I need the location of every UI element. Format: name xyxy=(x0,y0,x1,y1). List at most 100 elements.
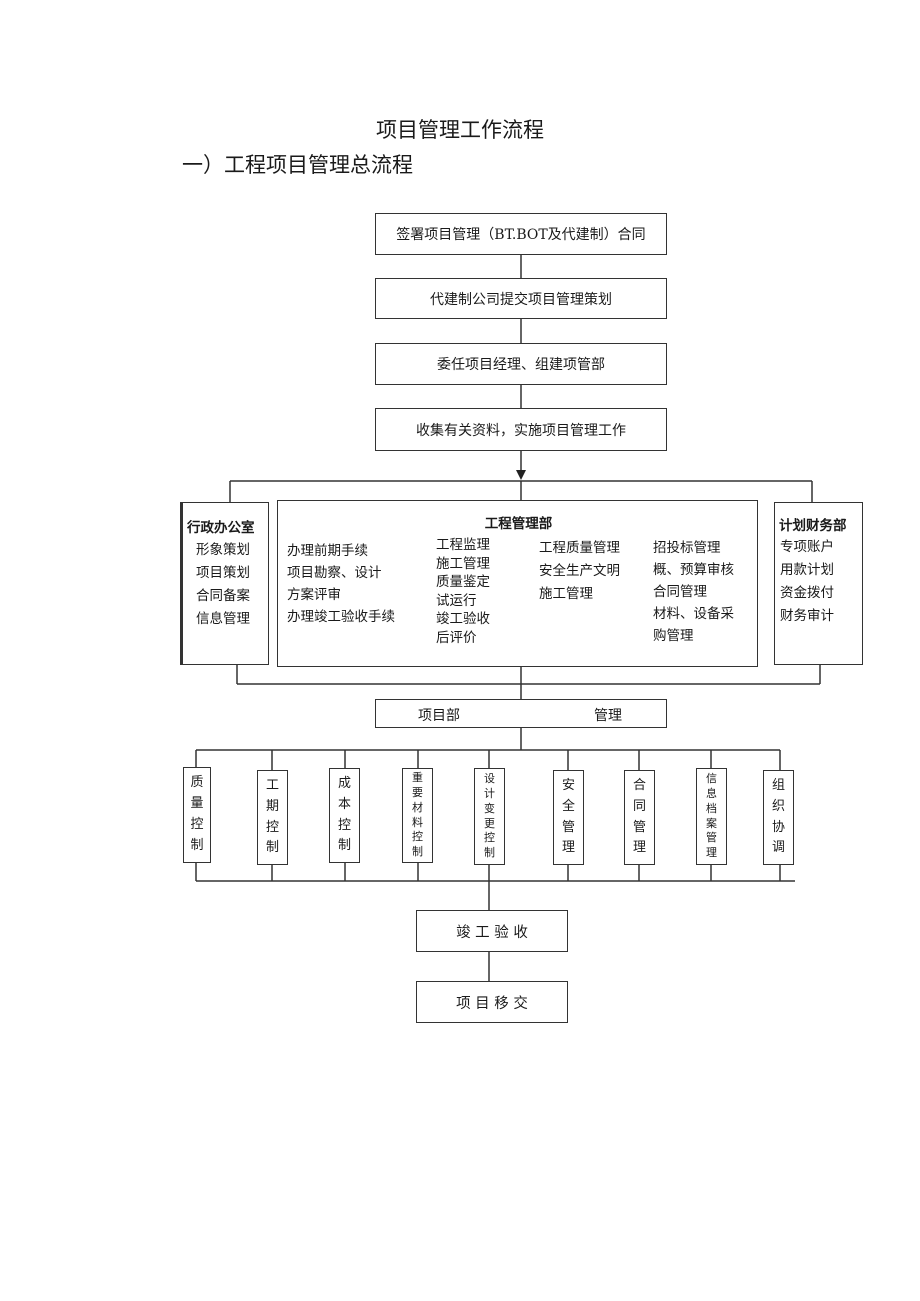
control-box-char: 同 xyxy=(632,798,646,814)
control-box-char: 要 xyxy=(412,785,423,799)
control-box-char: 息 xyxy=(706,786,717,800)
finance-item: 用款计划 xyxy=(780,562,834,578)
engineering-dept-title: 工程管理部 xyxy=(484,516,553,532)
control-box-char: 控 xyxy=(412,830,423,844)
engineering-item: 试运行 xyxy=(436,592,477,609)
engineering-item: 方案评审 xyxy=(287,587,341,603)
control-box-char: 制 xyxy=(412,845,423,859)
control-box-char: 更 xyxy=(484,816,495,830)
engineering-item: 材料、设备采 xyxy=(653,606,734,622)
control-box-char: 组 xyxy=(771,777,785,793)
control-box-char: 工 xyxy=(265,777,279,793)
engineering-item: 办理前期手续 xyxy=(287,543,368,559)
engineering-item: 施工管理 xyxy=(436,555,490,572)
engineering-item: 合同管理 xyxy=(653,584,707,600)
engineering-item: 竣工验收 xyxy=(436,611,490,627)
admin-item: 项目策划 xyxy=(196,565,250,581)
control-box-char: 成 xyxy=(337,775,351,791)
control-box-char: 制 xyxy=(337,838,351,854)
flow-step-sign-contract: 签署项目管理（BT.BOT及代建制）合同 xyxy=(375,213,667,255)
control-box-char: 制 xyxy=(265,840,279,856)
control-box-char: 控 xyxy=(484,831,495,845)
finance-dept-items: 专项账户 用款计划 资金拨付 财务审计 xyxy=(780,536,834,628)
control-box-char: 本 xyxy=(337,796,351,812)
control-box-char: 案 xyxy=(706,816,717,830)
control-box: 合同管理 xyxy=(624,770,655,865)
control-box-char: 设 xyxy=(484,771,495,785)
control-box-char: 织 xyxy=(771,798,785,814)
control-box-char: 理 xyxy=(706,846,717,860)
control-box-char: 控 xyxy=(190,817,204,832)
admin-office-box: 行政办公室 形象策划 项目策划 合同备案 信息管理 xyxy=(180,502,269,665)
control-box: 质量控制 xyxy=(183,767,211,863)
control-box-char: 质 xyxy=(190,775,204,791)
control-box-char: 计 xyxy=(484,786,495,800)
page-title: 项目管理工作流程 xyxy=(376,118,544,142)
admin-office-items: 形象策划 项目策划 合同备案 信息管理 xyxy=(196,539,250,631)
admin-office-title: 行政办公室 xyxy=(187,520,255,536)
engineering-dept-box: 工程管理部 xyxy=(277,500,758,667)
control-box-char: 期 xyxy=(265,798,279,814)
engineering-item: 质量鉴定 xyxy=(436,574,490,590)
engineering-item: 办理竣工验收手续 xyxy=(287,609,395,625)
engineering-item: 安全生产文明 xyxy=(539,563,620,579)
finance-item: 财务审计 xyxy=(780,608,834,624)
control-box-char: 管 xyxy=(706,831,717,845)
flow-step-submit-plan: 代建制公司提交项目管理策划 xyxy=(375,278,667,319)
control-box-char: 控 xyxy=(265,819,279,835)
control-box-char: 控 xyxy=(337,817,351,833)
finance-item: 资金拨付 xyxy=(780,585,834,601)
engineering-item: 项目勘察、设计 xyxy=(287,565,382,581)
engineering-col-2: 工程监理 施工管理 质量鉴定 试运行 竣工验收 后评价 xyxy=(436,536,490,647)
control-box-char: 制 xyxy=(190,837,204,853)
completion-acceptance-box: 竣 工 验 收 xyxy=(416,910,568,952)
control-box-char: 信 xyxy=(706,771,717,785)
engineering-item: 招投标管理 xyxy=(653,540,721,556)
finance-item: 专项账户 xyxy=(780,539,834,555)
control-box-char: 管 xyxy=(561,819,575,835)
finance-dept-box: 计划财务部 专项账户 用款计划 资金拨付 财务审计 xyxy=(774,502,863,665)
engineering-item: 工程质量管理 xyxy=(539,540,620,556)
control-box-char: 调 xyxy=(771,840,785,856)
control-box-char: 档 xyxy=(706,801,717,815)
control-box-char: 理 xyxy=(632,840,646,856)
engineering-item: 概、预算审核 xyxy=(653,562,734,578)
admin-item: 形象策划 xyxy=(196,542,250,558)
admin-item: 合同备案 xyxy=(196,588,250,604)
control-box-char: 料 xyxy=(412,815,423,829)
control-box-char: 理 xyxy=(561,840,575,856)
finance-dept-title: 计划财务部 xyxy=(779,518,847,534)
project-handover-box: 项 目 移 交 xyxy=(416,981,568,1023)
control-box-char: 协 xyxy=(771,819,785,835)
control-box-char: 量 xyxy=(190,796,204,812)
flow-step-collect-data: 收集有关资料，实施项目管理工作 xyxy=(375,408,667,451)
control-box-char: 合 xyxy=(632,777,646,793)
admin-item: 信息管理 xyxy=(196,611,250,627)
project-dept-label-right: 管理 xyxy=(594,708,622,724)
engineering-item: 购管理 xyxy=(653,628,694,644)
project-dept-box: 项目部 管理 xyxy=(375,699,667,728)
control-box: 组织协调 xyxy=(763,770,794,865)
control-box-char: 制 xyxy=(484,846,495,860)
flow-step-appoint-manager: 委任项目经理、组建项管部 xyxy=(375,343,667,385)
engineering-item: 施工管理 xyxy=(539,586,593,602)
control-box-char: 变 xyxy=(484,801,495,815)
control-box: 重要材料控制 xyxy=(402,768,433,863)
engineering-item: 后评价 xyxy=(436,629,477,646)
control-box-char: 管 xyxy=(632,819,646,835)
engineering-item: 工程监理 xyxy=(436,537,490,553)
control-box-char: 材 xyxy=(412,800,423,814)
control-box-char: 重 xyxy=(412,770,423,784)
control-box: 成本控制 xyxy=(329,768,360,863)
control-box-char: 安 xyxy=(561,777,575,793)
control-box: 工期控制 xyxy=(257,770,288,865)
project-dept-label-left: 项目部 xyxy=(418,708,460,724)
engineering-col-3: 工程质量管理 安全生产文明 施工管理 xyxy=(539,537,620,606)
control-box: 安全管理 xyxy=(553,770,584,865)
control-box: 信息档案管理 xyxy=(696,768,727,865)
engineering-col-1: 办理前期手续 项目勘察、设计 方案评审 办理竣工验收手续 xyxy=(287,540,395,628)
engineering-col-4: 招投标管理 概、预算审核 合同管理 材料、设备采 购管理 xyxy=(653,537,734,647)
control-box: 设计变更控制 xyxy=(474,768,505,865)
section-subtitle: 一）工程项目管理总流程 xyxy=(182,153,413,177)
